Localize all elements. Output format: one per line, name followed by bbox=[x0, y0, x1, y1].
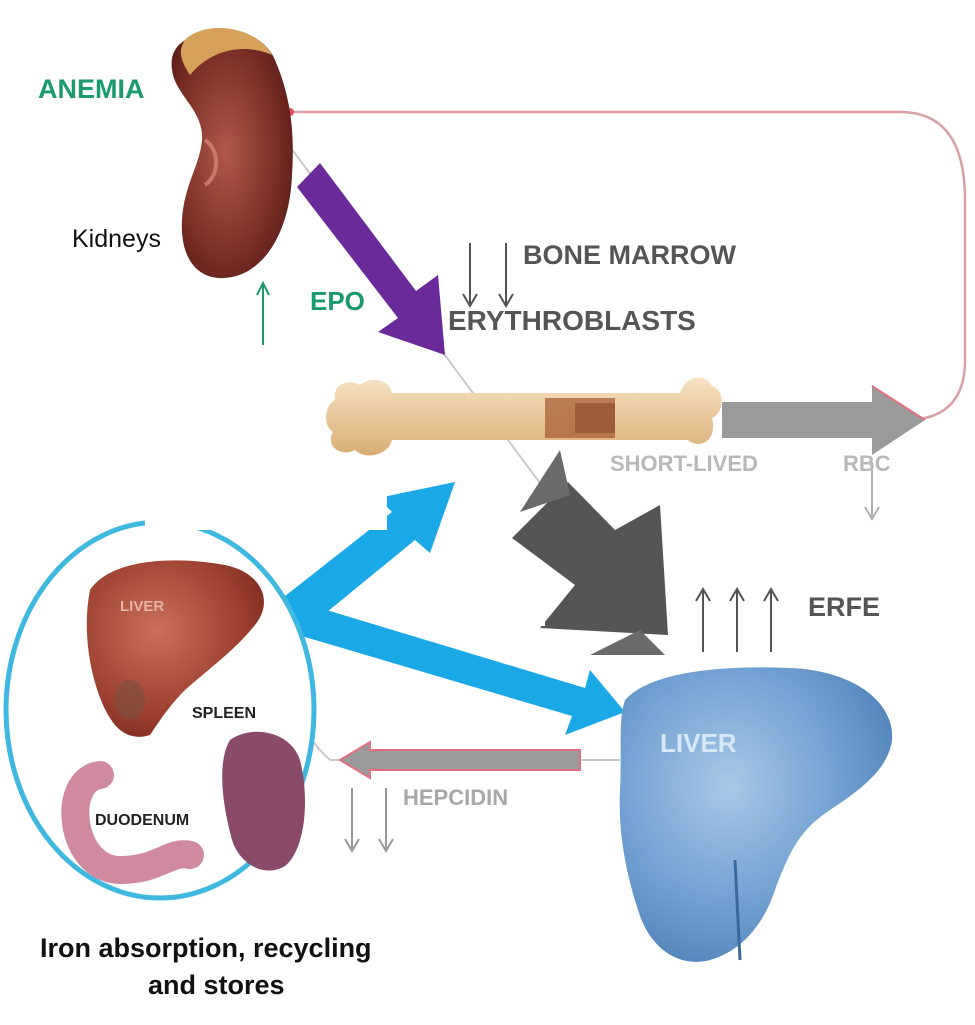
erfe-label: ERFE bbox=[808, 592, 880, 623]
liver-large-icon bbox=[620, 667, 892, 962]
short-lived-label: SHORT-LIVED bbox=[610, 451, 758, 477]
epo-label: EPO bbox=[310, 286, 365, 317]
rbc-arrow bbox=[722, 385, 925, 455]
duodenum-label: DUODENUM bbox=[95, 812, 189, 830]
iron-caption-line1: Iron absorption, recycling bbox=[40, 933, 372, 964]
epo-arrow bbox=[297, 163, 445, 355]
liver-large-label: LIVER bbox=[660, 728, 737, 759]
erythroblasts-label: ERYTHROBLASTS bbox=[448, 305, 696, 337]
down-arrows-bone-marrow bbox=[463, 243, 513, 306]
kidneys-label: Kidneys bbox=[72, 225, 161, 254]
kidney-icon bbox=[172, 28, 293, 278]
iron-caption-line2: and stores bbox=[148, 970, 285, 1001]
bone-marrow-label: BONE MARROW bbox=[523, 240, 736, 271]
down-arrows-hepcidin bbox=[345, 788, 393, 851]
white-mask-box bbox=[145, 478, 387, 530]
rbc-label: RBC bbox=[843, 451, 891, 477]
anemia-label: ANEMIA bbox=[38, 74, 145, 105]
up-arrows-erfe bbox=[696, 589, 778, 652]
hepcidin-arrow bbox=[340, 742, 580, 778]
hepcidin-label: HEPCIDIN bbox=[403, 785, 508, 811]
liver-small-label: LIVER bbox=[120, 598, 164, 615]
white-mask-box-small bbox=[455, 598, 545, 626]
up-arrow-green bbox=[257, 283, 269, 345]
bone-icon bbox=[326, 378, 722, 456]
spleen-label: SPLEEN bbox=[192, 705, 256, 723]
